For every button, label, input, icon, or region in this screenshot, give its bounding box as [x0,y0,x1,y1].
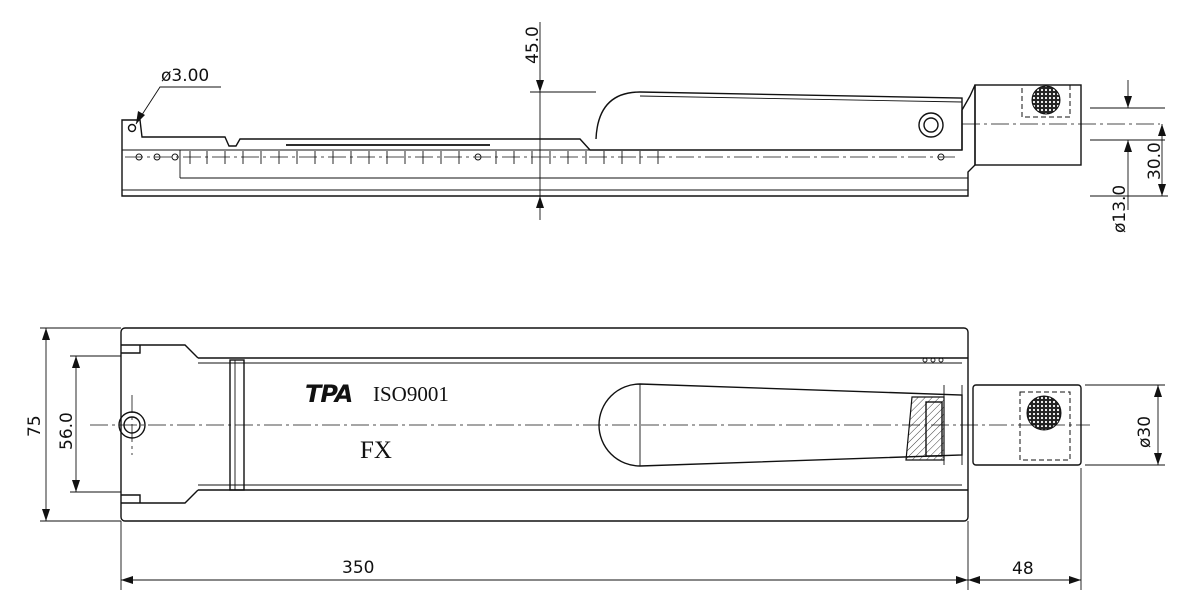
top-rail-marks [922,357,944,363]
dim-48-arrow-right [1069,576,1081,584]
side-handle-inner-edge [639,95,963,103]
dim-30-label: 30.0 [1145,142,1165,180]
dim-48-arrow-left [968,576,980,584]
dim-hole-arrow [136,111,145,124]
top-collar-section [905,396,945,461]
dim-350-label: 350 [342,558,374,578]
side-scale-ticks [189,151,659,164]
side-view: 45.0 ø3.00 ø13.0 30.0 [121,22,1168,233]
dim-45-arrow-bottom [536,196,544,208]
side-beam-outline [121,84,976,197]
top-handle [598,383,963,467]
top-knob-hidden [1019,391,1071,461]
dim-knob-arrow-top [1154,385,1162,397]
side-hole-3mm [127,123,137,133]
dim-75-label: 75 [25,415,45,437]
dim-56-arrow-bottom [72,480,80,492]
side-pivot-hole [923,117,939,133]
side-scale-circles [135,153,945,161]
dim-knob-label: ø30 [1135,416,1155,448]
dim-30-arrow-bottom [1158,184,1166,196]
brand-certification: ISO9001 [373,382,449,406]
dim-56-arrow-top [72,356,80,368]
dim-knob-arrow-bottom [1154,453,1162,465]
top-collar-core [925,401,943,457]
dim-56-label: 56.0 [57,412,77,450]
dim-13-label: ø13.0 [1110,185,1130,233]
dim-30-arrow-top [1158,124,1166,136]
side-pivot-boss [918,112,944,138]
side-knob-body [974,84,1082,166]
dim-350-arrow-left [121,576,133,584]
dim-13-arrow-bottom [1124,140,1132,152]
dim-350-arrow-right [956,576,968,584]
dim-45-arrow-top [536,80,544,92]
dim-75-arrow-top [42,328,50,340]
side-knob-hidden [1021,84,1071,118]
model-label: FX [360,437,392,464]
dim-48-label: 48 [1012,559,1034,579]
top-view: TPA ISO9001 FX 75 56.0 ø30 350 [25,327,1165,590]
dim-13-arrow-top [1124,96,1132,108]
dim-hole-leader [135,86,221,125]
dim-75-arrow-bottom [42,509,50,521]
side-knob-knurl [1031,85,1061,115]
top-body-outline [120,327,969,522]
side-handle-taper [595,91,963,150]
brand-logo: TPA [305,380,352,408]
top-left-pocket [121,344,199,504]
top-knob-knurl [1026,395,1062,431]
dim-45-label: 45.0 [523,26,543,64]
dim-hole-label: ø3.00 [161,66,209,86]
